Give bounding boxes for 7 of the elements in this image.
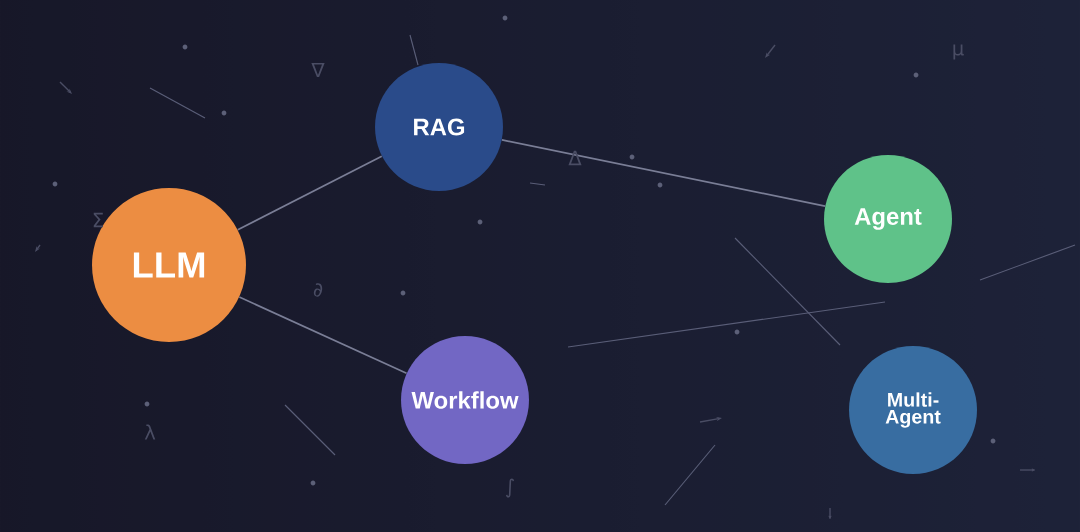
connector-line [238, 296, 408, 375]
connector-line [501, 139, 826, 207]
math-symbol: Σ [93, 212, 103, 228]
math-symbol: ∇ [311, 62, 325, 78]
connector-line [236, 155, 383, 231]
math-symbol: ∂ [313, 283, 323, 297]
math-symbol: λ [144, 424, 156, 440]
